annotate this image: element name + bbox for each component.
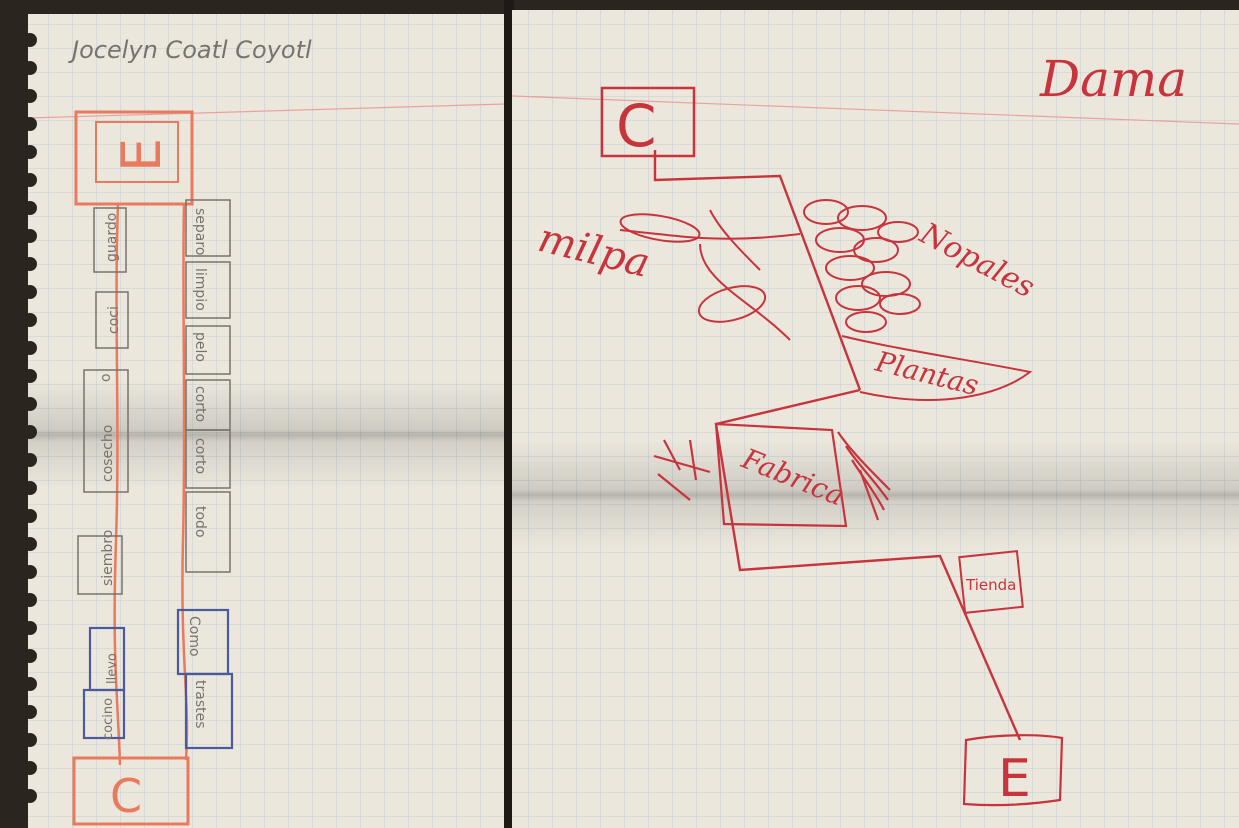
right-label-1: separo: [192, 208, 208, 255]
right-label-3: pelo: [192, 332, 208, 362]
end-box-letter: E: [998, 749, 1031, 809]
left-label-5: siembro: [100, 530, 116, 586]
top-box-letter: E: [110, 138, 173, 172]
right-label-2: limpio: [192, 268, 208, 311]
left-label-2: coci: [106, 306, 122, 334]
left-label-1: guardo: [104, 213, 120, 262]
right-label-8: trastes: [192, 680, 208, 729]
left-notebook-page: Jocelyn Coatl Coyotl E guardo coci o cos…: [23, 14, 506, 828]
left-label-4: cosecho: [100, 425, 116, 482]
start-box-letter: C: [616, 92, 657, 160]
sheet-title: Dama: [1039, 50, 1187, 108]
right-label-5: corto: [192, 438, 208, 474]
right-notebook-page: Dama C milpa: [512, 10, 1239, 828]
tienda-label: Tienda: [965, 576, 1016, 594]
left-label-6: llevo: [105, 653, 120, 684]
right-label-4: corto: [192, 386, 208, 422]
left-label-7: cocino: [101, 698, 116, 740]
author-name: Jocelyn Coatl Coyotl: [68, 36, 312, 64]
right-label-6: todo: [192, 506, 208, 538]
left-label-3: o: [98, 373, 114, 382]
bottom-box-letter: C: [110, 769, 142, 823]
right-label-7: Como: [186, 616, 202, 657]
